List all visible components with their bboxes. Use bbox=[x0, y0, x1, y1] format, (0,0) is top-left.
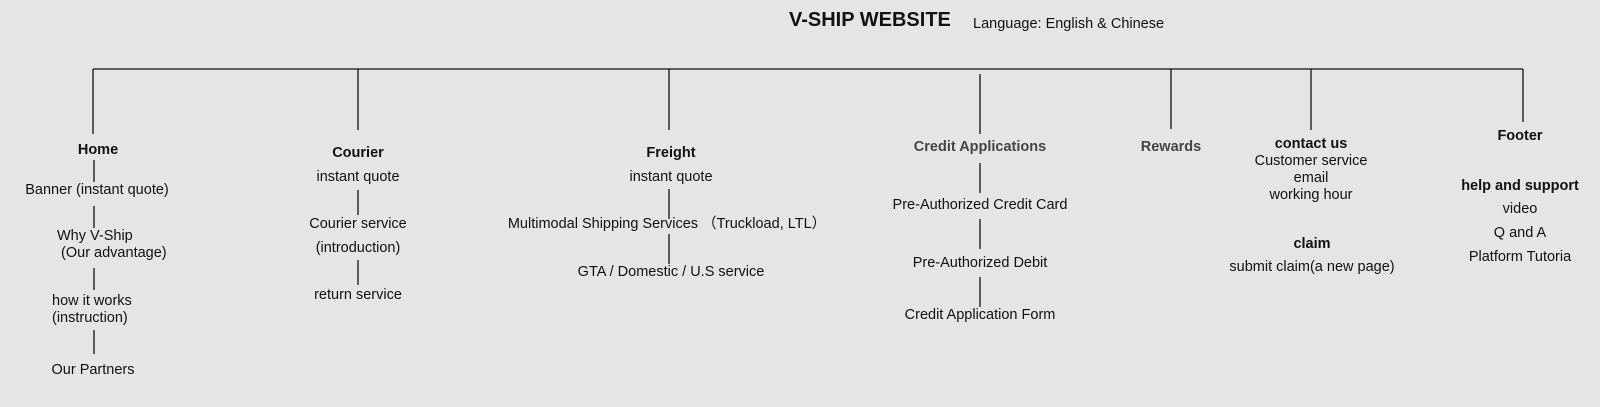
courier-item-instant-quote: instant quote bbox=[316, 169, 400, 185]
freight-item-instant-quote: instant quote bbox=[629, 169, 713, 185]
courier-item-return-service: return service bbox=[314, 287, 402, 303]
freight-item-multimodal: Multimodal Shipping Services （Truckload,… bbox=[507, 216, 827, 232]
home-item-why-vship: Why V-Ship (Our advantage) bbox=[57, 228, 167, 261]
page-title: V-SHIP WEBSITE bbox=[789, 9, 951, 31]
contact-item-working-hour: working hour bbox=[1269, 187, 1353, 203]
credit-item-credit-card: Pre-Authorized Credit Card bbox=[892, 197, 1068, 213]
rewards-heading: Rewards bbox=[1140, 139, 1202, 155]
contact-heading: contact us bbox=[1274, 136, 1348, 152]
footer-item-video: video bbox=[1502, 201, 1538, 217]
contact-item-customer-service: Customer service bbox=[1254, 153, 1368, 169]
home-heading: Home bbox=[77, 142, 119, 158]
footer-heading: Footer bbox=[1497, 128, 1543, 144]
footer-subheading-help: help and support bbox=[1461, 178, 1579, 194]
courier-heading: Courier bbox=[332, 145, 384, 161]
freight-heading: Freight bbox=[646, 145, 696, 161]
home-item-partners: Our Partners bbox=[51, 362, 135, 378]
language-label: Language: English & Chinese bbox=[973, 16, 1165, 32]
contact-item-email: email bbox=[1293, 170, 1329, 186]
courier-item-courier-service: Courier service bbox=[309, 216, 407, 232]
claim-item-submit: submit claim(a new page) bbox=[1229, 259, 1395, 275]
home-item-banner: Banner (instant quote) bbox=[25, 182, 169, 198]
claim-heading: claim bbox=[1293, 236, 1331, 252]
credit-item-application-form: Credit Application Form bbox=[904, 307, 1056, 323]
footer-item-q-and-a: Q and A bbox=[1493, 225, 1547, 241]
credit-heading: Credit Applications bbox=[913, 139, 1047, 155]
footer-item-tutorial: Platform Tutoria bbox=[1468, 249, 1572, 265]
courier-item-introduction: (introduction) bbox=[315, 240, 401, 256]
credit-item-debit: Pre-Authorized Debit bbox=[912, 255, 1048, 271]
freight-item-gta-domestic-us: GTA / Domestic / U.S service bbox=[577, 264, 765, 280]
home-item-how-it-works: how it works (instruction) bbox=[52, 293, 132, 326]
